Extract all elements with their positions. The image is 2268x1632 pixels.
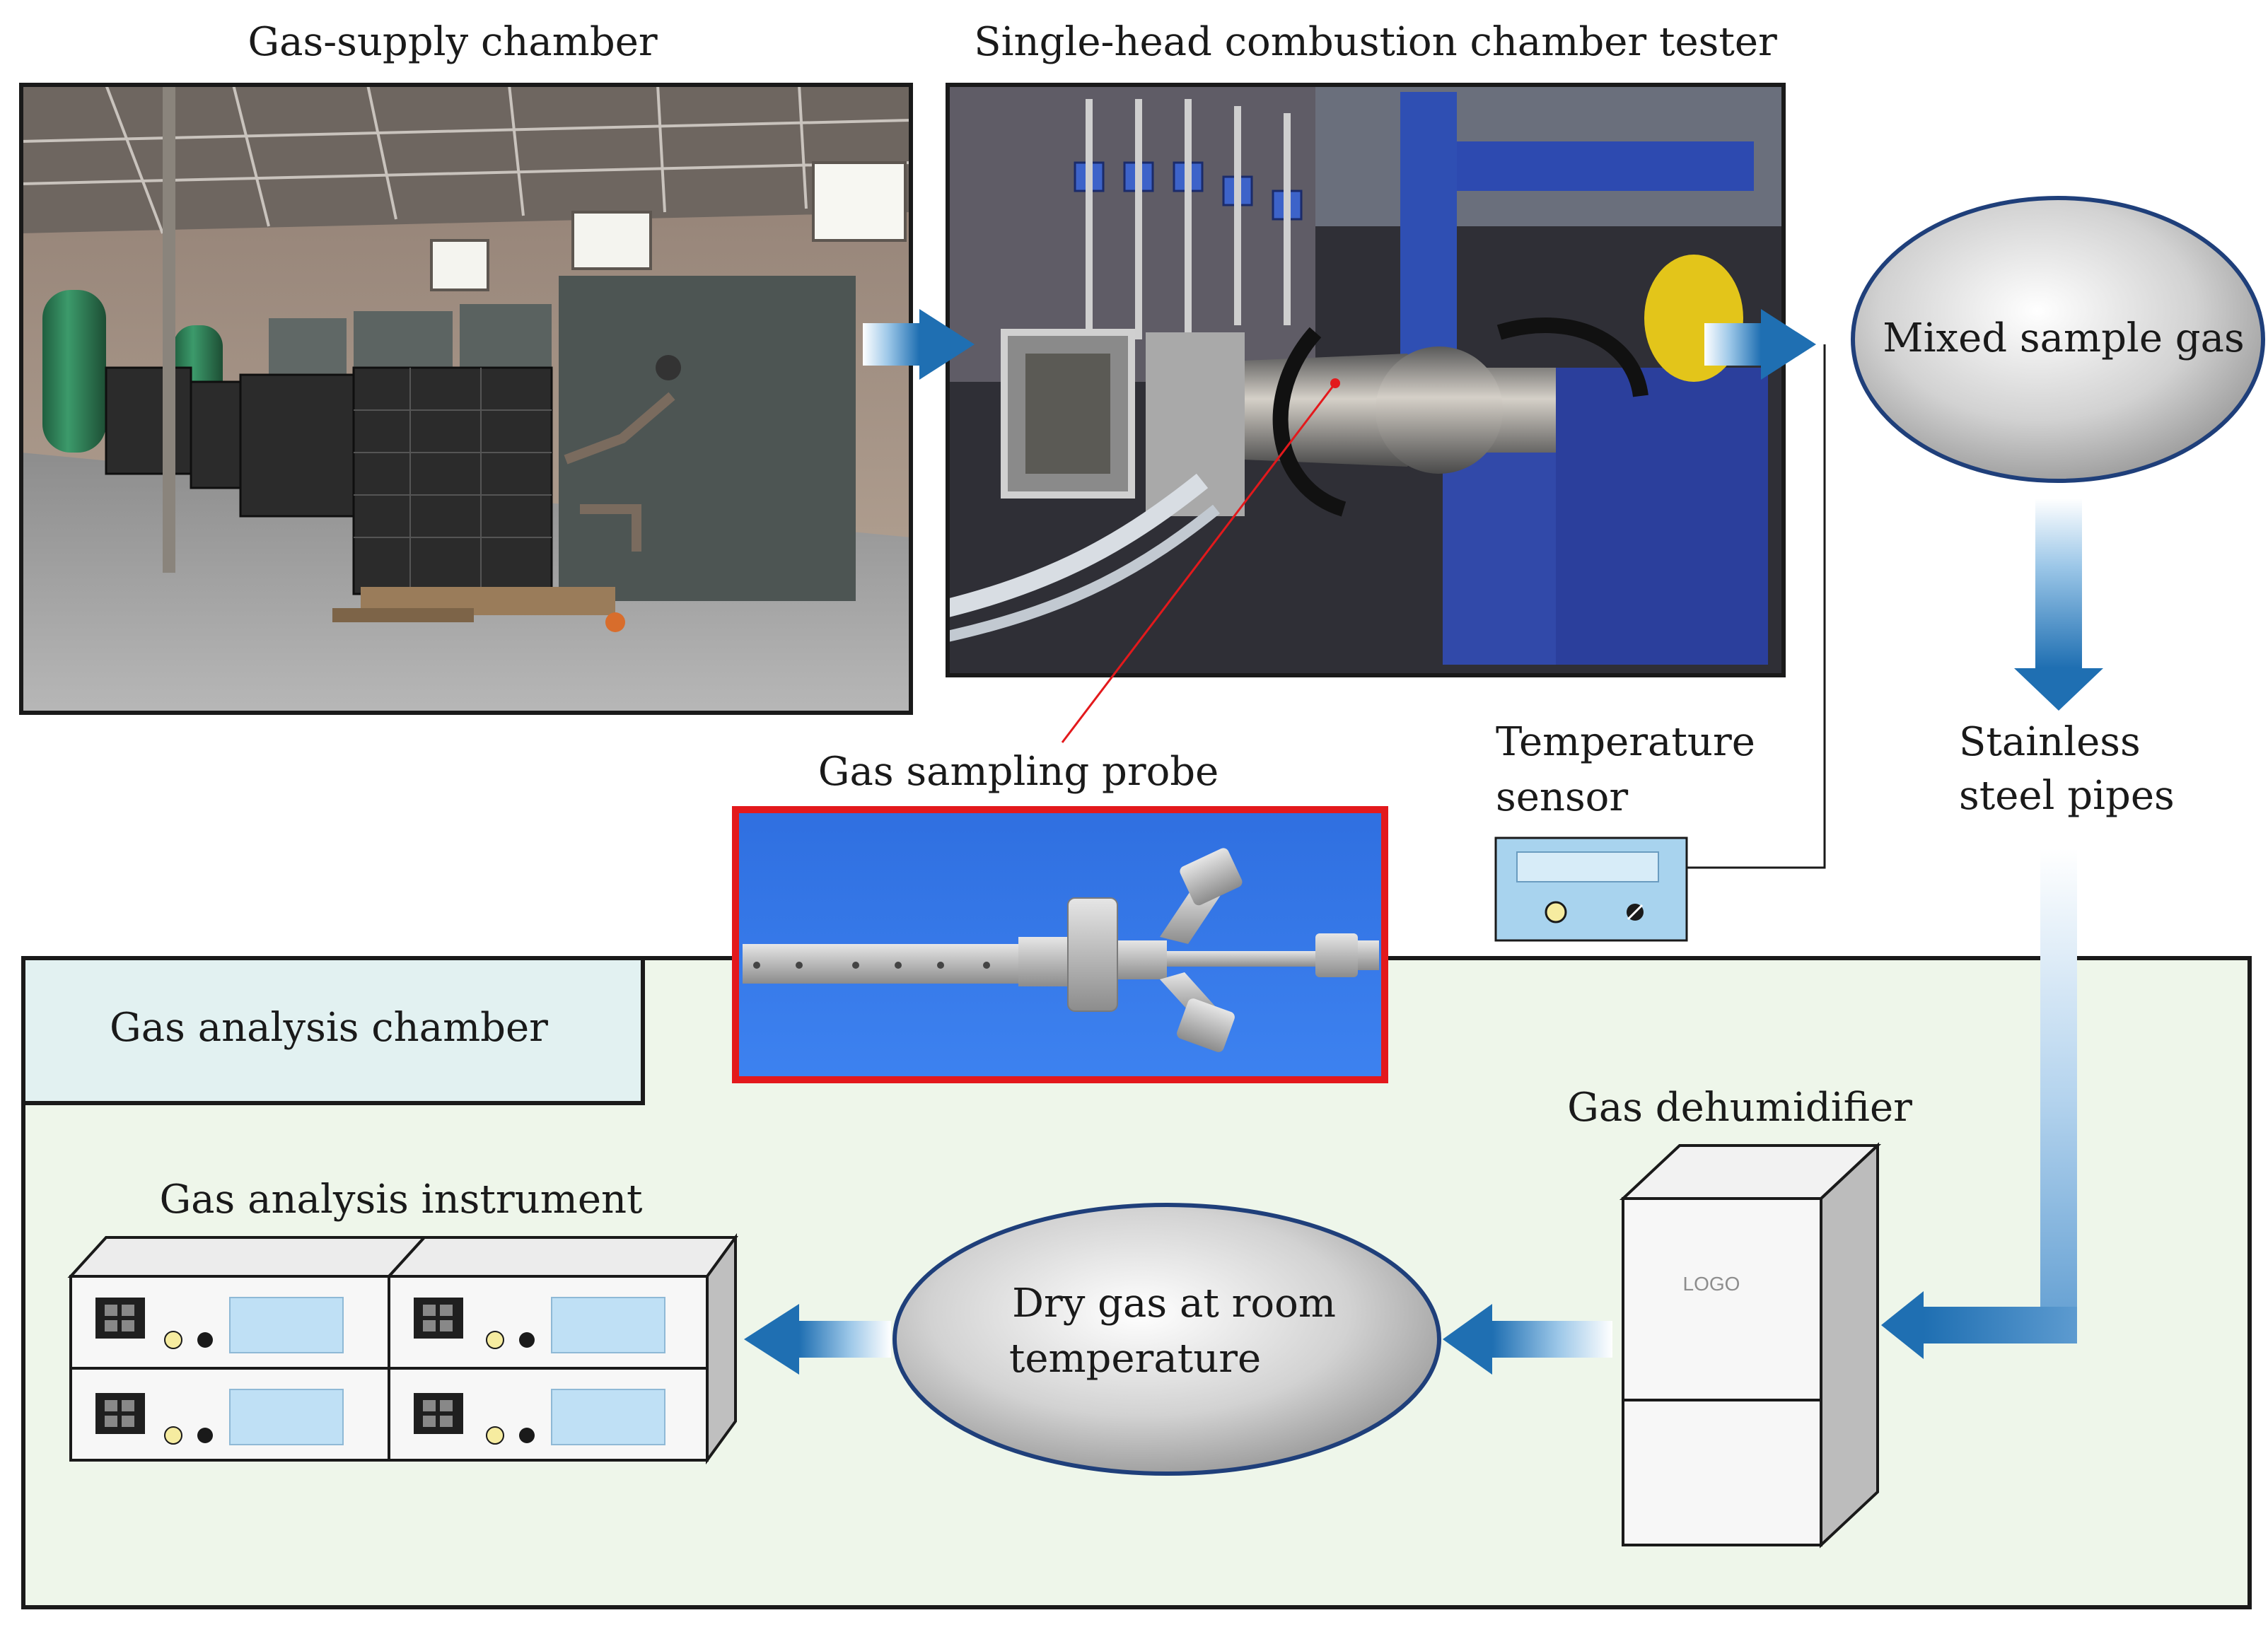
- sensor-connector-line: [1687, 344, 1826, 869]
- probe-pointer-line: [1061, 383, 1337, 743]
- dehumidifier-icon: LOGO: [1619, 1142, 1882, 1549]
- gas-analysis-instrument-label: Gas analysis instrument: [159, 1177, 643, 1223]
- stainless-pipes-label-2: steel pipes: [1959, 773, 2175, 819]
- analyzer-unit-3: [95, 1389, 344, 1445]
- stainless-pipes-label-1: Stainless: [1959, 719, 2141, 765]
- gas-analysis-chamber-title: Gas analysis chamber: [110, 1005, 548, 1051]
- photo-gas-supply: [19, 83, 913, 715]
- analyzer-unit-1: [95, 1297, 344, 1353]
- pipe-to-dehumidifier: [1881, 849, 2077, 1359]
- gas-analysis-chamber-title-box: [21, 956, 645, 1105]
- mixed-sample-gas-node: [1851, 196, 2265, 483]
- photo-combustion-tester: [945, 83, 1786, 677]
- temperature-sensor-icon: [1494, 837, 1688, 942]
- combustion-tester-title: Single-head combustion chamber tester: [974, 19, 1777, 65]
- arrow-supply-to-tester: [863, 309, 975, 380]
- arrow-drygas-to-analyzer: [744, 1304, 891, 1375]
- analyzer-unit-4: [414, 1389, 665, 1445]
- dry-gas-node: [892, 1203, 1441, 1476]
- gas-dehumidifier-label: Gas dehumidifier: [1567, 1085, 1912, 1131]
- temperature-sensor-label-2: sensor: [1496, 774, 1628, 820]
- temperature-sensor-label-1: Temperature: [1496, 719, 1755, 765]
- dehumidifier-logo: LOGO: [1683, 1273, 1740, 1295]
- analyzer-unit-2: [414, 1297, 665, 1353]
- dry-gas-label-1: Dry gas at room: [1012, 1281, 1336, 1327]
- arrow-tester-to-mixed: [1704, 309, 1816, 380]
- dry-gas-label-2: temperature: [1009, 1336, 1261, 1382]
- arrow-mixed-down: [2014, 499, 2103, 711]
- gas-supply-title: Gas-supply chamber: [248, 19, 658, 65]
- mixed-sample-gas-label: Mixed sample gas: [1883, 315, 2245, 361]
- photo-sampling-probe: [732, 806, 1388, 1083]
- analyzer-icon: [67, 1232, 738, 1465]
- gas-sampling-probe-label: Gas sampling probe: [818, 749, 1219, 795]
- arrow-dehumidifier-to-drygas: [1443, 1304, 1612, 1375]
